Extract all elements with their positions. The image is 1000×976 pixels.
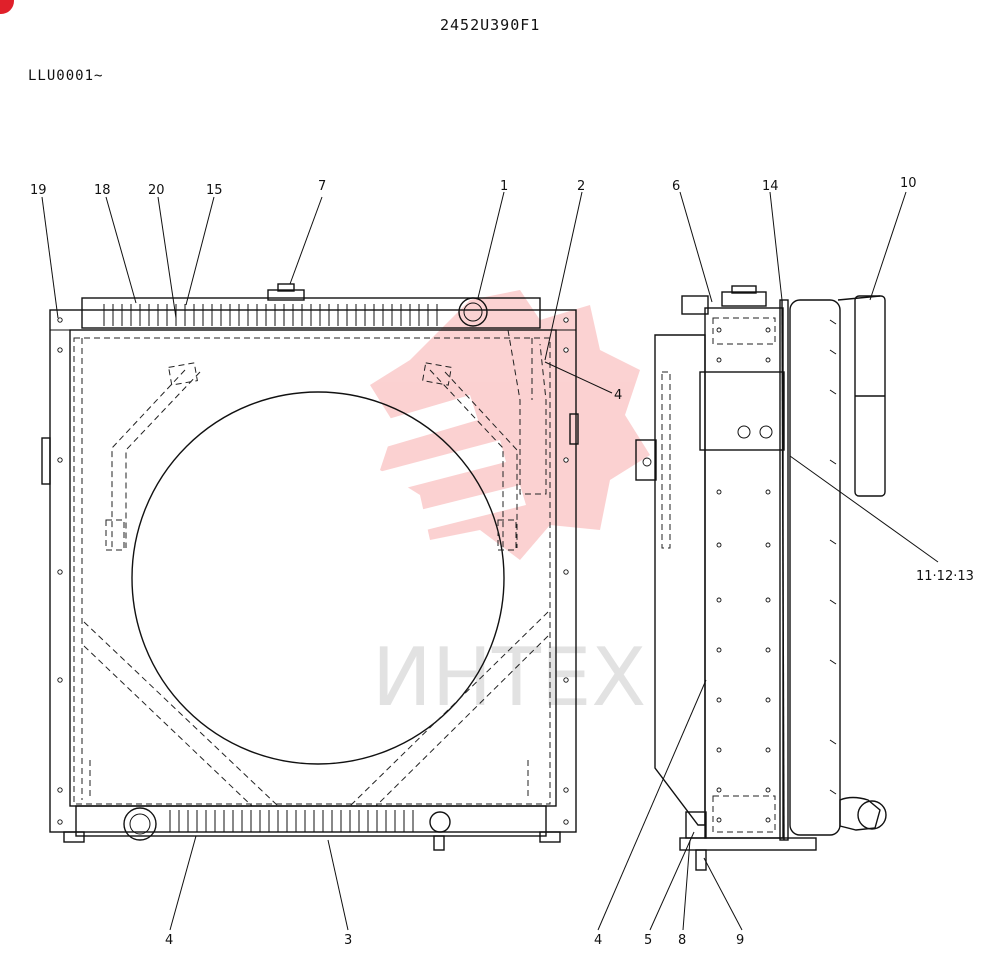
bottom-tank <box>75 805 547 837</box>
callout-11-12-13: 11·12·13 <box>916 569 974 584</box>
side-filler-cap <box>721 291 767 307</box>
left-foot <box>63 831 85 843</box>
callout-1: 1 <box>500 179 508 194</box>
leader-lines <box>41 191 939 931</box>
filler-neck <box>267 289 305 301</box>
left-mount-bracket <box>41 437 51 485</box>
lower-bracket <box>685 811 707 839</box>
filler-cap <box>277 283 295 292</box>
right-foot <box>539 831 561 843</box>
callout-5: 5 <box>644 933 652 948</box>
callout-4-lower-right: 4 <box>594 933 602 948</box>
side-bracket <box>635 439 657 481</box>
shroud-side-plate <box>654 334 706 826</box>
callout-8: 8 <box>678 933 686 948</box>
callout-4-upper: 4 <box>614 388 622 403</box>
lower-air-pipe <box>839 796 881 831</box>
callout-labels: 19 18 20 15 7 1 2 4 6 14 10 11·12·13 4 3… <box>30 176 974 948</box>
callout-7: 7 <box>318 179 326 194</box>
right-mount-bracket <box>569 413 579 445</box>
side-view <box>635 285 887 871</box>
callout-19: 19 <box>30 183 47 198</box>
bottom-fins <box>169 810 414 832</box>
shroud-frame <box>49 309 577 833</box>
drain-plug <box>695 849 707 871</box>
base-plate <box>679 837 817 851</box>
callout-15: 15 <box>206 183 223 198</box>
hidden-lines <box>73 329 551 807</box>
top-outlet-stub <box>681 295 709 315</box>
callout-4-lower-left: 4 <box>165 933 173 948</box>
top-fins <box>103 304 438 326</box>
aftercooler-core <box>789 299 841 836</box>
core-side-holes <box>716 327 771 823</box>
callout-6: 6 <box>672 179 680 194</box>
drawing-number: 2452U390F1 <box>440 16 541 34</box>
callout-20: 20 <box>148 183 165 198</box>
top-tank <box>81 297 541 329</box>
aftercooler-marks <box>829 319 837 795</box>
callout-2: 2 <box>577 179 585 194</box>
watermark-gear-icon <box>300 290 650 560</box>
watermark-text: ИНТЕХ <box>372 631 646 724</box>
serial-range: LLU0001~ <box>28 68 104 84</box>
callout-10: 10 <box>900 176 917 191</box>
drain-boss <box>429 811 451 833</box>
core-support-band <box>699 371 785 451</box>
callout-3: 3 <box>344 933 352 948</box>
core-side <box>704 307 784 839</box>
callout-18: 18 <box>94 183 111 198</box>
frame-bolt-holes <box>57 317 569 825</box>
callout-9: 9 <box>736 933 744 948</box>
lower-hose-pipe <box>123 807 157 841</box>
front-view <box>41 283 579 851</box>
fan-opening <box>131 391 505 765</box>
drain-cock <box>433 835 445 851</box>
upper-hose-pipe <box>458 297 488 327</box>
callout-14: 14 <box>762 179 779 194</box>
